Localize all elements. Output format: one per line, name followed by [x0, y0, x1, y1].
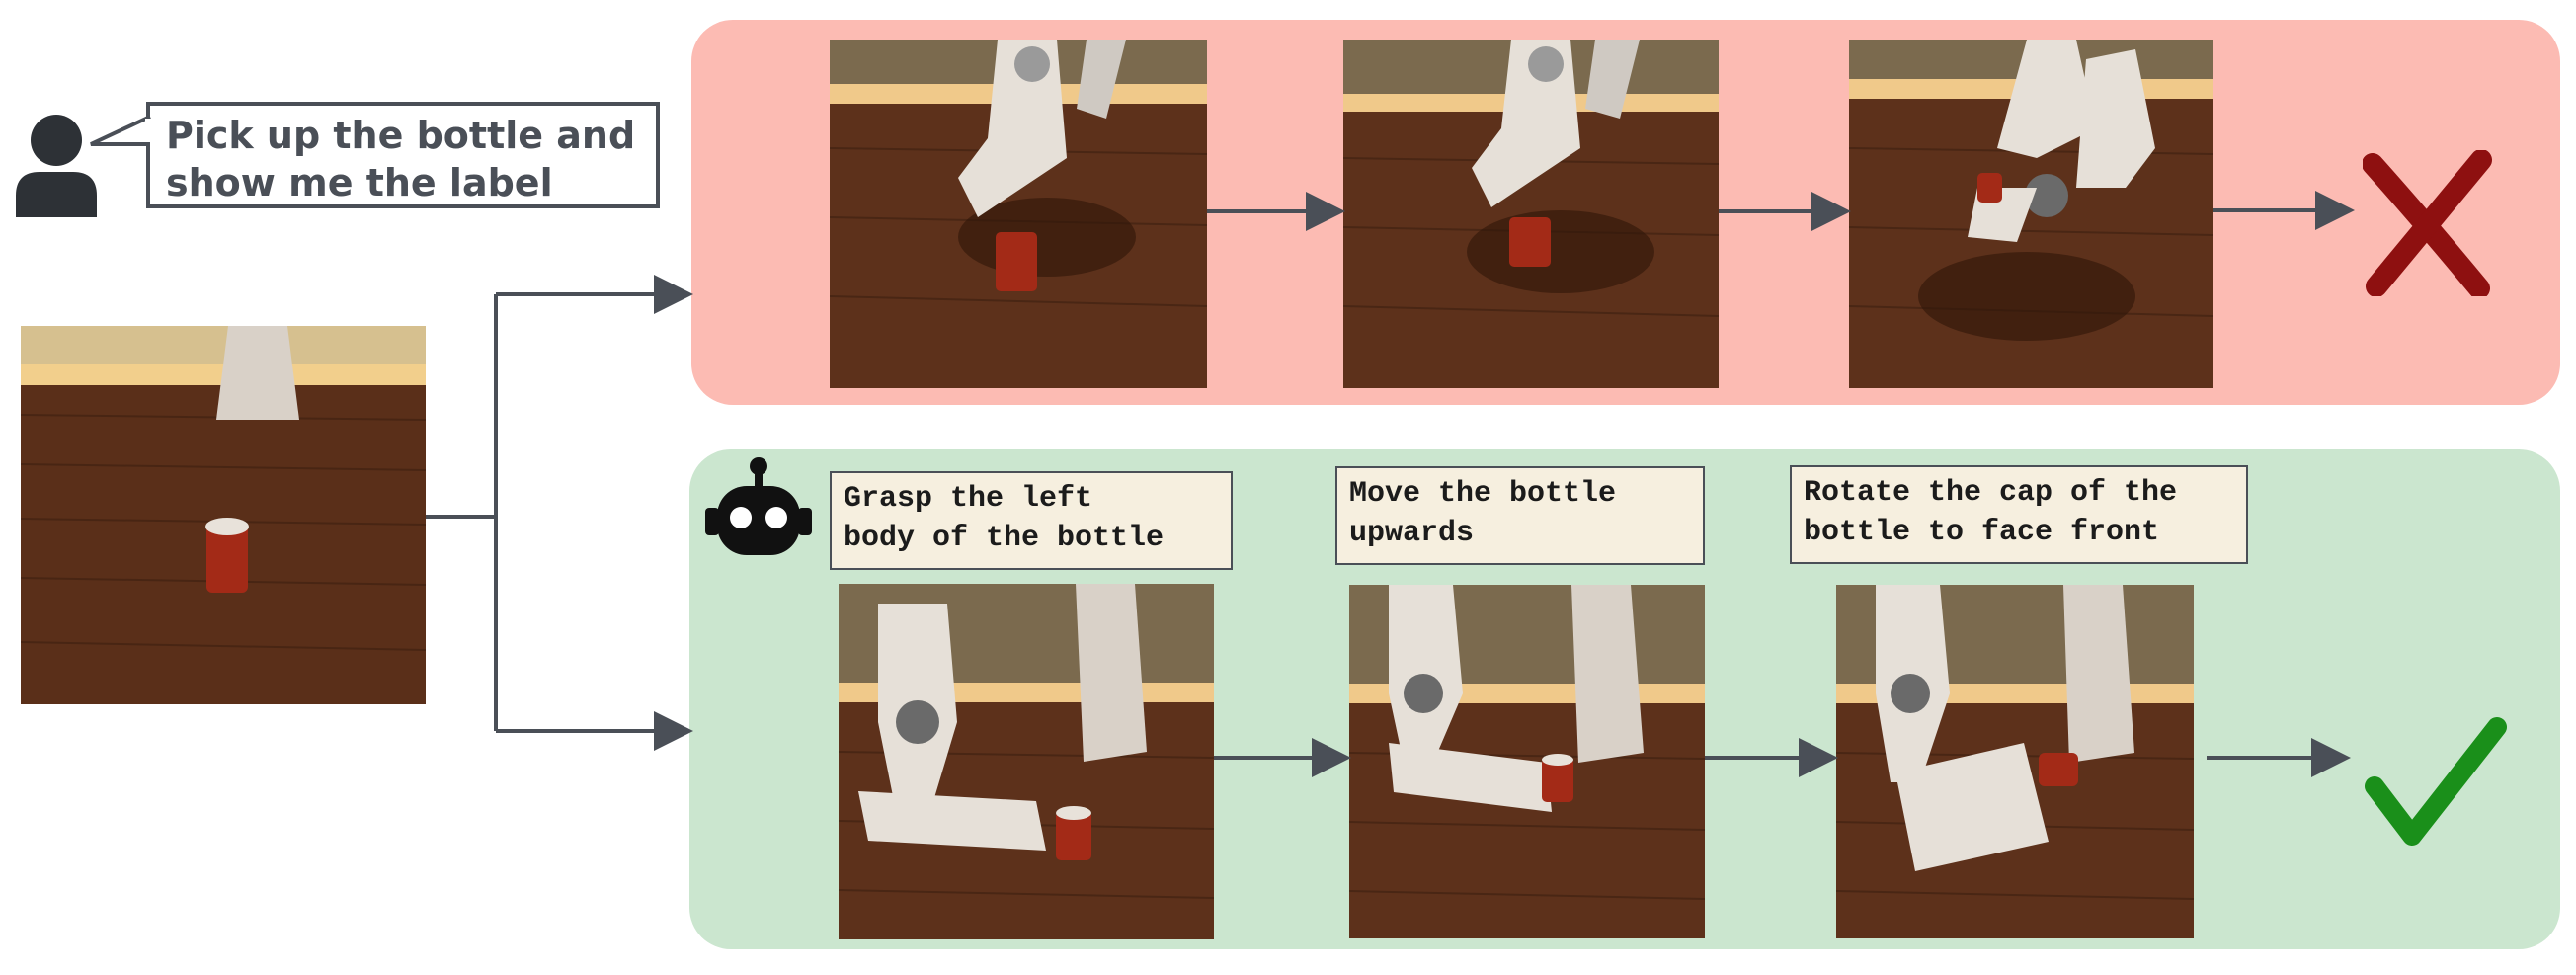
step-3-line-2: bottle to face front [1804, 516, 2160, 549]
initial-scene-image [21, 326, 426, 704]
fail-step-3-image [1849, 40, 2213, 388]
fail-step-2-image [1343, 40, 1719, 388]
cross-mark-icon [2363, 150, 2492, 296]
step-3-note: Rotate the cap of the bottle to face fro… [1790, 465, 2248, 564]
success-step-3-image [1836, 585, 2194, 938]
step-2-line-2: upwards [1349, 517, 1475, 550]
check-mark-icon [2365, 717, 2507, 846]
step-1-note: Grasp the left body of the bottle [830, 471, 1233, 570]
fail-step-1-image [830, 40, 1207, 388]
instruction-text: Pick up the bottle and show me the label [166, 112, 635, 206]
step-2-line-1: Move the bottle [1349, 477, 1617, 511]
robot-icon [705, 457, 812, 555]
user-icon [16, 115, 97, 217]
step-2-note: Move the bottle upwards [1335, 466, 1705, 565]
success-step-1-image [839, 584, 1214, 939]
step-3-line-1: Rotate the cap of the [1804, 476, 2178, 510]
success-step-2-image [1349, 585, 1705, 938]
step-1-line-2: body of the bottle [844, 522, 1165, 555]
instruction-bubble: Pick up the bottle and show me the label [146, 102, 660, 208]
bubble-tail [90, 115, 151, 146]
step-1-line-1: Grasp the left [844, 482, 1093, 516]
instruction-line-1: Pick up the bottle and [166, 114, 636, 157]
instruction-line-2: show me the label [166, 161, 553, 204]
